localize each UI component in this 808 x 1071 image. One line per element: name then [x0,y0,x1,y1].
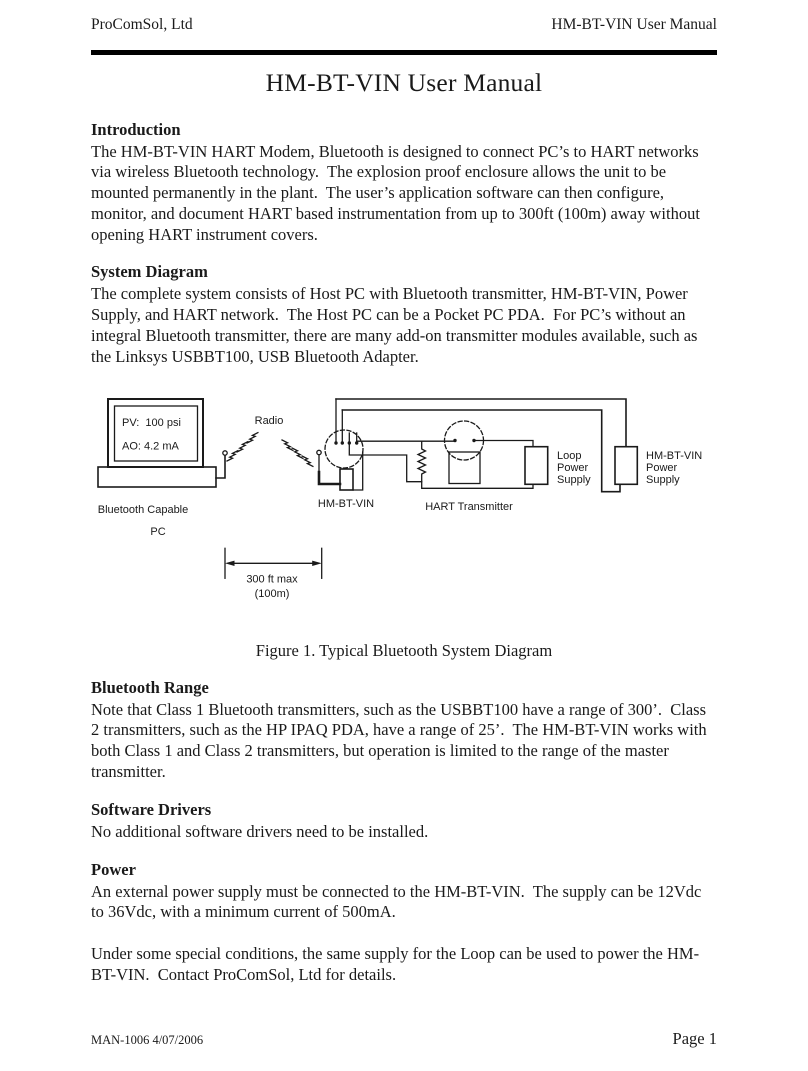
loop-wire-bottom [348,442,423,483]
heading-bluetooth-range: Bluetooth Range [91,677,209,697]
pc-label-line2: PC [150,526,165,538]
pc-screen [113,405,199,462]
introduction-text: The HM-BT-VIN HART Modem, Bluetooth is d… [91,141,705,244]
power-wire-outer [335,397,627,448]
page-title: HM-BT-VIN User Manual [265,67,543,97]
modem-label: HM-BT-VIN [318,498,374,510]
software-drivers-text: No additional software drivers need to b… [91,821,429,841]
transmitter-wire-right [473,439,534,448]
power-text-2: Under some special conditions, the same … [91,944,700,984]
modem-terminals [334,398,359,445]
radio-label: Radio [255,415,284,427]
transmitter-label: HART Transmitter [425,501,513,513]
heading-software-drivers: Software Drivers [91,799,212,819]
modem-supply-label-2: Power [646,462,678,474]
footer-doc-number: MAN-1006 4/07/2006 [91,1033,204,1047]
page-footer: MAN-1006 4/07/2006 Page 1 [91,1029,717,1049]
transmitter-body [448,451,481,484]
figure-caption: Figure 1. Typical Bluetooth System Diagr… [255,640,553,660]
bluetooth-range-text: Note that Class 1 Bluetooth transmitters… [91,699,711,782]
header-rule [91,50,717,55]
loop-power-supply-box [524,445,549,485]
pc-screen-ao-label: AO: 4.2 mA [122,440,180,452]
modem-circle [324,429,364,469]
loop-resistor [416,440,534,489]
pc-base [97,465,217,488]
pc-screen-pv-label: PV: 100 psi [122,417,181,429]
radio-waves-icon [226,431,314,467]
distance-dimension [224,547,323,579]
heading-system-diagram: System Diagram [91,262,208,282]
system-diagram-drawing: PV: 100 psi AO: 4.2 mA Radio Bluetooth C… [97,397,702,600]
distance-metric-label: (100m) [255,588,290,600]
pc-monitor [107,397,204,468]
heading-power: Power [91,859,136,879]
loop-supply-label-1: Loop [557,450,581,462]
distance-label: 300 ft max [246,573,298,585]
footer-page-number: Page 1 [672,1029,717,1048]
header-company: ProComSol, Ltd [91,16,193,33]
modem-power-supply-box [614,445,639,485]
system-diagram-text: The complete system consists of Host PC … [91,284,702,366]
pc-label-line1: Bluetooth Capable [98,504,189,516]
transmitter-terminal-left [453,438,457,442]
heading-introduction: Introduction [91,119,181,139]
modem-antenna-tip [316,449,322,456]
modem-supply-label-3: Supply [646,474,680,486]
loop-supply-label-2: Power [557,462,589,474]
modem-junction-box [339,467,354,491]
pc-antenna-tip [222,449,228,456]
power-wire-inner [341,408,621,493]
pc-antenna [215,454,226,479]
page-header: ProComSol, Ltd HM-BT-VIN User Manual [91,16,717,34]
system-diagram-figure: PV: 100 psi AO: 4.2 mA Radio Bluetooth C… [85,385,717,625]
power-text-1: An external power supply must be connect… [91,881,706,922]
header-doc-title: HM-BT-VIN User Manual [551,16,717,33]
modem-antenna-cable [317,470,342,485]
modem-supply-label-1: HM-BT-VIN [646,450,702,462]
loop-supply-label-3: Supply [557,474,591,486]
modem-housing-outline [352,451,364,491]
